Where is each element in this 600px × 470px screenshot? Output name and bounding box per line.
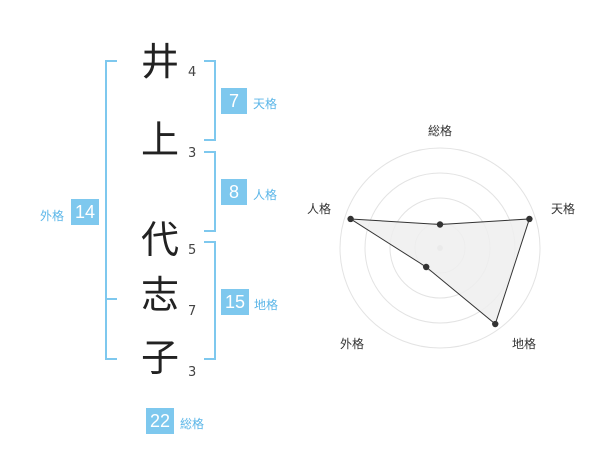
tenkaku-value: 7 [221, 88, 247, 114]
gaikaku-bracket [105, 60, 117, 360]
radar-axis-label-chikaku: 地格 [512, 337, 537, 351]
name-char-1: 井 [140, 40, 179, 84]
name-char-5: 子 [140, 336, 179, 380]
radar-center-dot [437, 245, 443, 251]
radar-grid-ring [389, 197, 491, 299]
name-char-2: 上 [140, 118, 179, 162]
stroke-count-2: 3 [188, 146, 197, 161]
chikaku-label: 地格 [254, 298, 279, 312]
radar-grid-ring [364, 172, 516, 324]
tenkaku-label: 天格 [253, 97, 278, 111]
jinkaku-bracket [204, 151, 216, 232]
radar-axis-label-tenkaku: 天格 [551, 202, 576, 216]
tenkaku-bracket [204, 60, 216, 141]
jinkaku-label: 人格 [253, 188, 278, 202]
radar-grid-ring [339, 147, 541, 349]
name-char-3: 代 [140, 218, 179, 262]
stroke-count-5: 3 [188, 365, 197, 380]
soukaku-value: 22 [146, 408, 174, 434]
radar-point-2 [526, 215, 533, 223]
radar-grid-ring [414, 222, 466, 274]
name-char-4: 志 [140, 273, 179, 317]
jinkaku-value: 8 [221, 179, 247, 205]
radar-point-1 [436, 221, 444, 228]
soukaku-label: 総格 [180, 417, 205, 431]
stroke-count-4: 7 [188, 304, 197, 319]
stroke-count-3: 5 [188, 243, 197, 258]
gaikaku-bracket-split [105, 298, 117, 300]
radar-axis-label-gaikaku: 外格 [340, 337, 365, 351]
chikaku-bracket [204, 241, 216, 360]
radar-data-area [350, 218, 531, 325]
radar-point-5 [347, 215, 354, 223]
stroke-count-1: 4 [188, 65, 197, 80]
gaikaku-label: 外格 [40, 209, 65, 223]
radar-point-4 [422, 263, 430, 271]
radar-point-3 [492, 320, 499, 328]
radar-axis-label-soukaku: 総格 [428, 124, 453, 138]
gaikaku-value: 14 [71, 199, 99, 225]
chikaku-value: 15 [221, 289, 249, 315]
radar-axis-label-jinkaku: 人格 [307, 202, 332, 216]
